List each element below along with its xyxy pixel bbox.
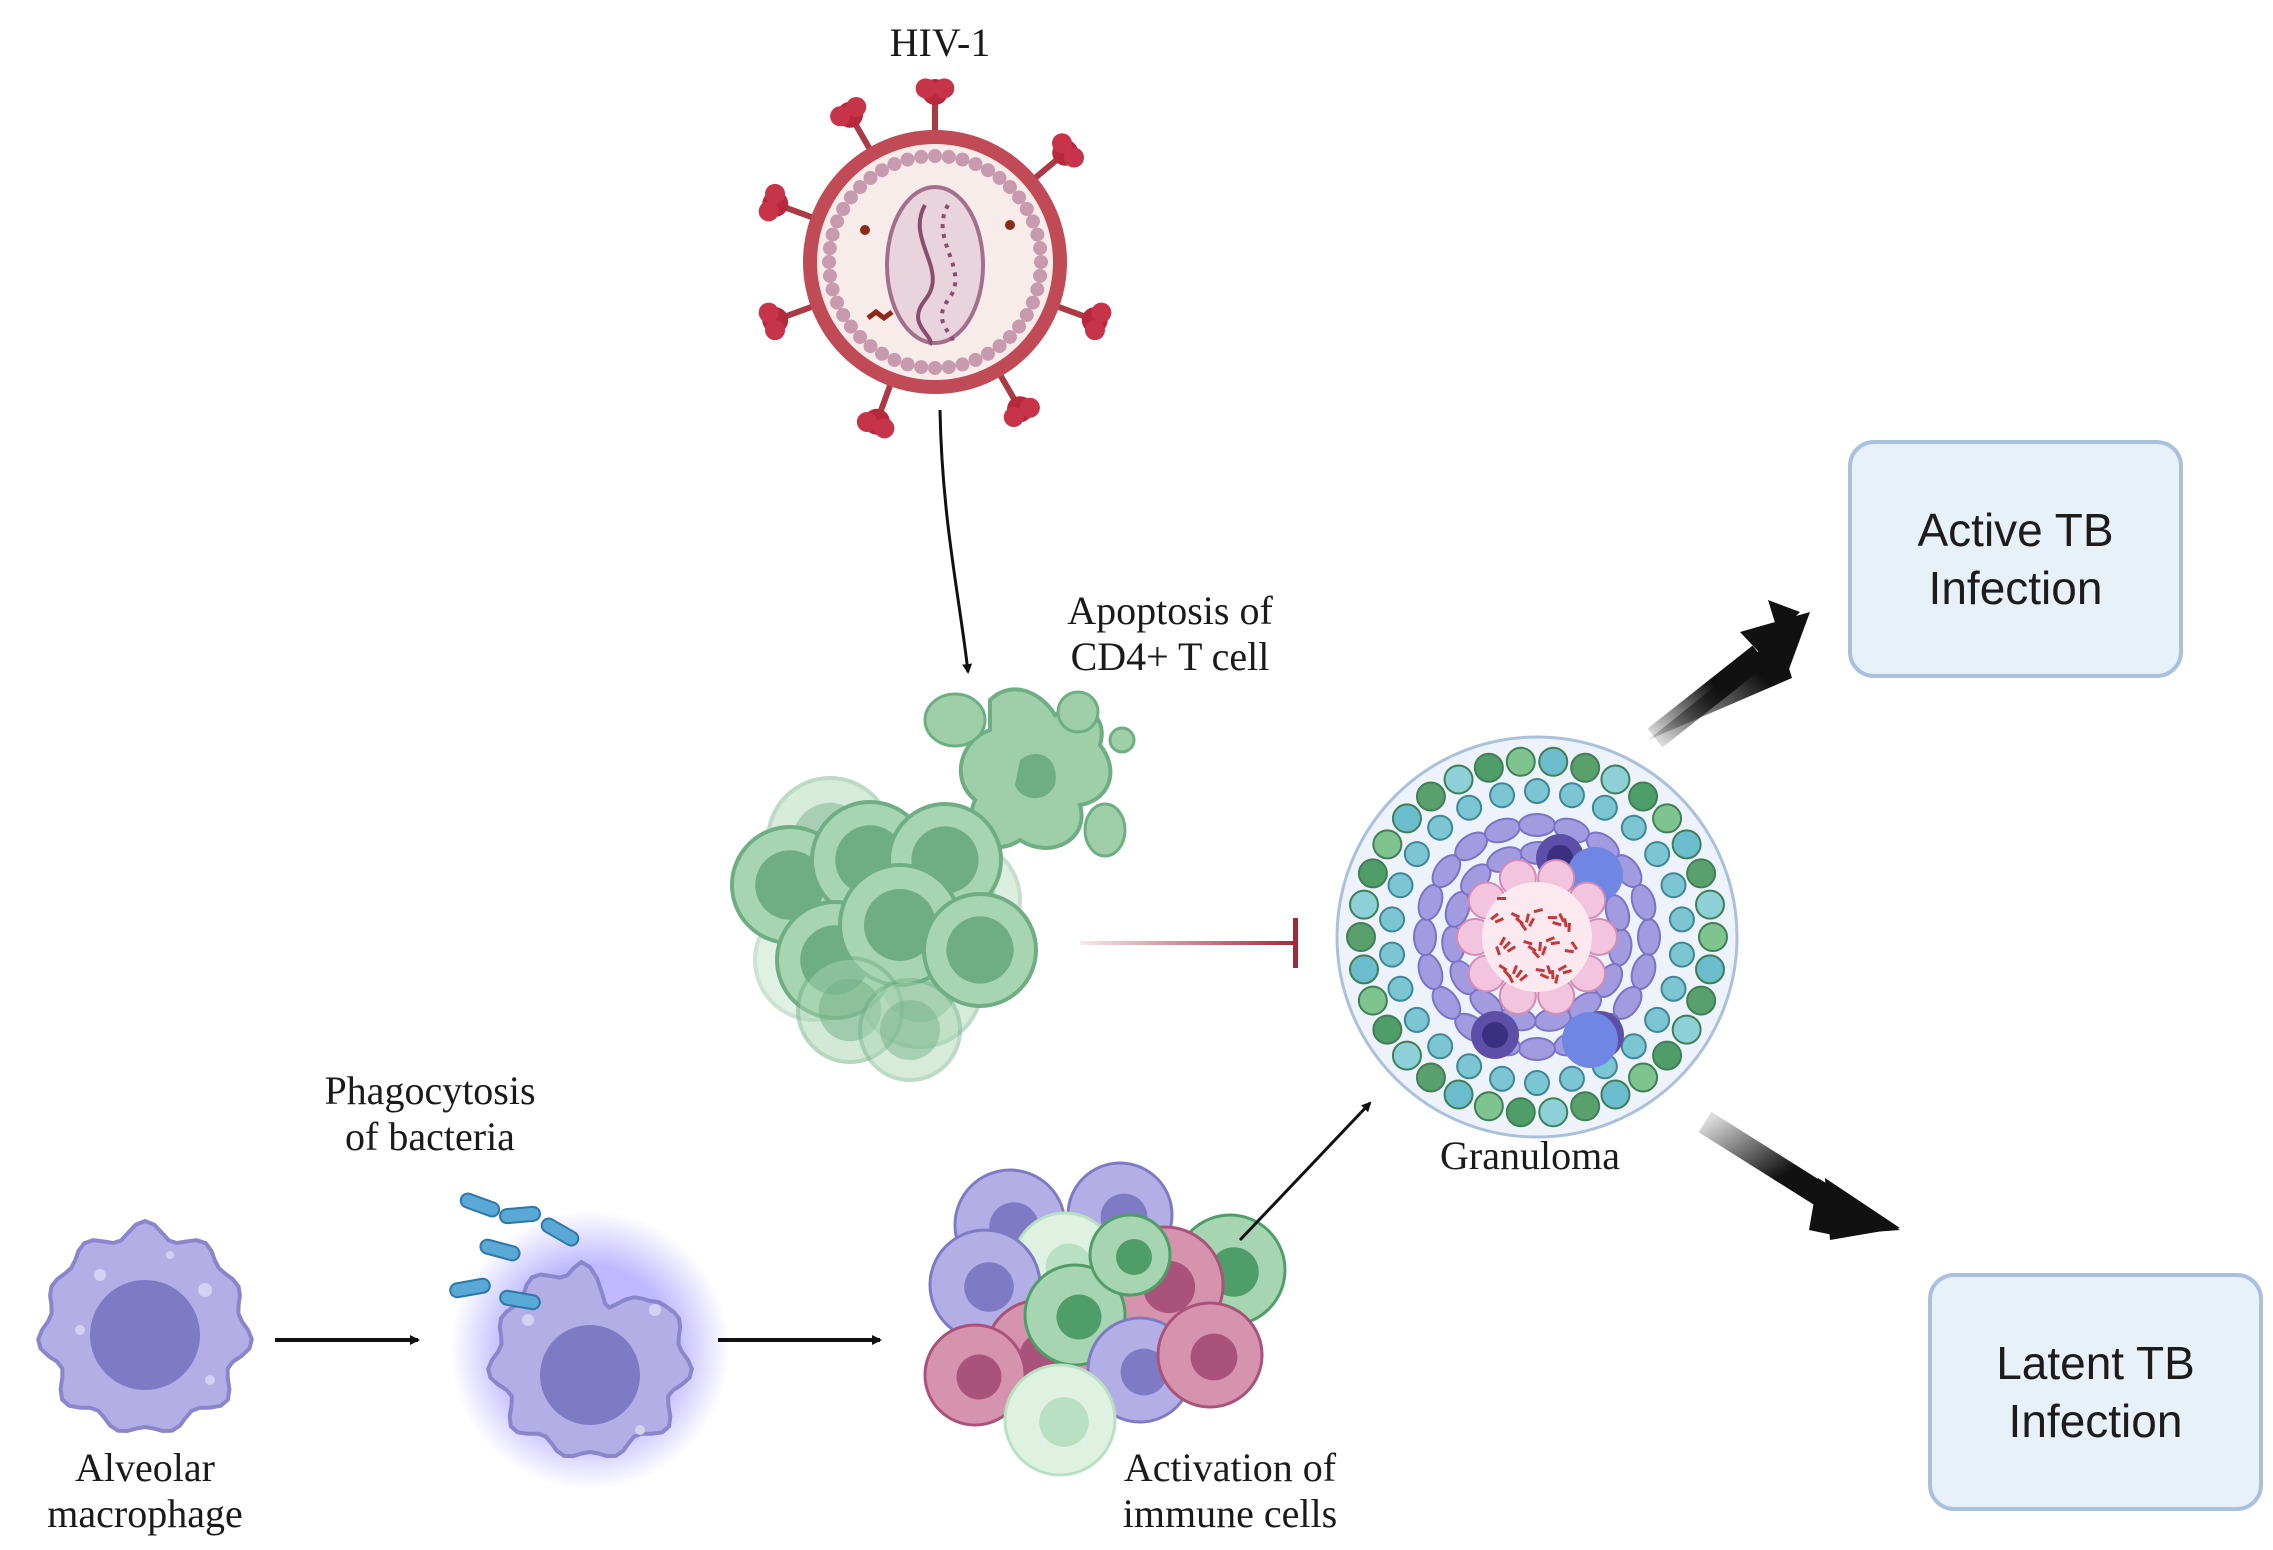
- arrow-hiv-to-apoptosis: [938, 409, 973, 674]
- active-tb-label: Active TB Infection: [1917, 504, 2114, 614]
- bacteria-icon: [449, 1192, 580, 1311]
- hiv-label: HIV-1: [889, 20, 991, 65]
- phagocytosing-macrophage-icon: [450, 1210, 730, 1490]
- arrow-to-active-tb: [1648, 600, 1800, 740]
- alveolar-macrophage-icon: [36, 1218, 254, 1434]
- hiv-virus-icon: [758, 78, 1112, 439]
- arrow-activation-to-granuloma: [1238, 1101, 1372, 1242]
- granuloma-label: Granuloma: [1440, 1133, 1620, 1178]
- active-tb-box: Active TB Infection: [1848, 440, 2183, 678]
- macrophage-label: Alveolar macrophage: [47, 1445, 243, 1536]
- granuloma-icon: [1335, 735, 1739, 1139]
- activation-label: Activation of immune cells: [1122, 1445, 1338, 1536]
- phagocytosis-label: Phagocytosis of bacteria: [324, 1068, 536, 1159]
- latent-tb-label: Latent TB Infection: [1996, 1337, 2195, 1447]
- immune-cells-cluster-icon: [923, 1161, 1287, 1477]
- inhibition-arrow: [1080, 918, 1298, 968]
- apoptotic-tcell-cluster-icon: [730, 687, 1136, 1082]
- apoptosis-label: Apoptosis of CD4+ T cell: [1067, 588, 1273, 679]
- latent-tb-box: Latent TB Infection: [1928, 1273, 2263, 1511]
